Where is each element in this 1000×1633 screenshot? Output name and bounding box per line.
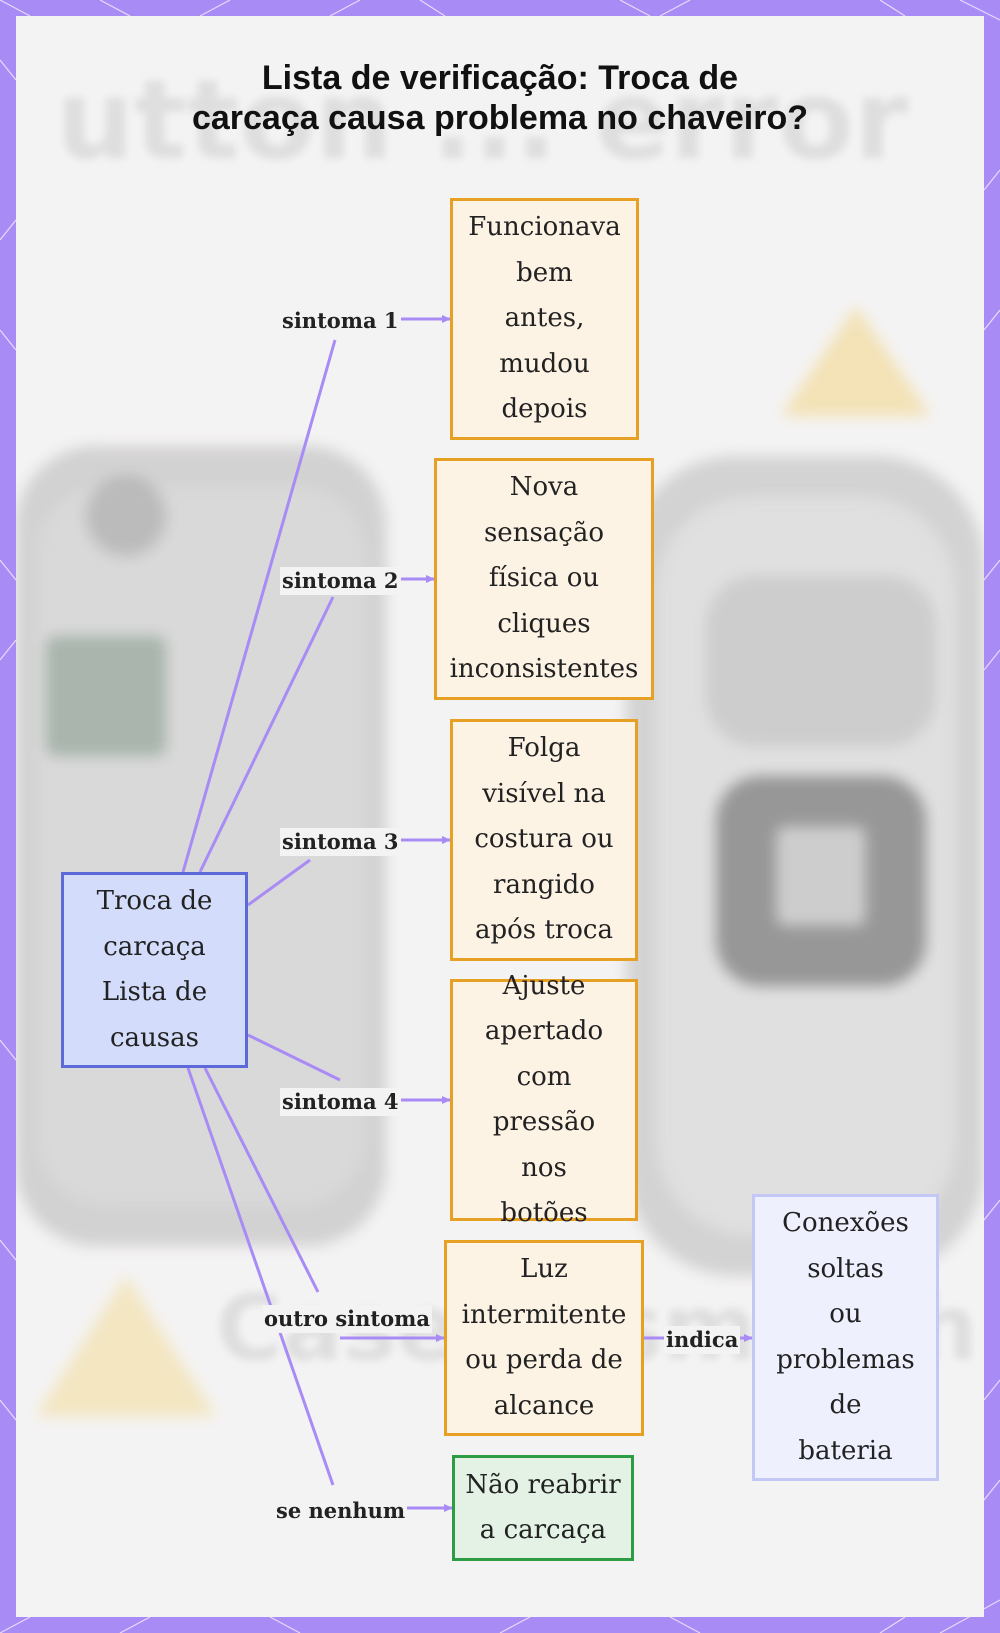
symptom-node-line: rangido xyxy=(493,869,595,900)
none-node-line: Não reabrir xyxy=(465,1469,621,1500)
background-photo xyxy=(16,306,984,1416)
edge-label-indica: indica xyxy=(664,1326,741,1354)
symptom-node-line: com pressão xyxy=(492,1061,596,1138)
edge-label-sintoma-1: sintoma 1 xyxy=(280,307,401,335)
symptom-node-line: nos xyxy=(521,1152,567,1183)
edge-center-to-outro-sintoma xyxy=(203,1067,320,1293)
edge-center-to-sintoma-4 xyxy=(247,1033,341,1082)
result-node: Conexões soltas ou problemas de bateria xyxy=(752,1194,939,1481)
edge-center-to-sintoma-2 xyxy=(198,596,335,873)
title-line-2: carcaça causa problema no chaveiro? xyxy=(191,99,809,137)
symptom-node-line: Luz xyxy=(520,1254,568,1284)
result-node-line: bateria xyxy=(798,1435,893,1466)
symptom-node-line: física ou xyxy=(488,563,600,594)
symptom-node-line: intermitente xyxy=(461,1299,627,1330)
symptom-node-line: botões xyxy=(500,1198,588,1228)
symptom-node-line: mudou xyxy=(499,348,590,379)
result-node-line: Conexões xyxy=(782,1208,909,1238)
page-title: Lista de verificação: Troca de carcaça c… xyxy=(0,58,1000,138)
symptom-node-2: Nova sensação física ou cliques inconsis… xyxy=(434,458,654,700)
symptom-node-line: Folga xyxy=(507,733,581,764)
none-node-line: a carcaça xyxy=(479,1515,607,1545)
symptom-node-line: visível na xyxy=(482,778,606,809)
symptom-node-line: depois xyxy=(501,394,588,425)
edge-center-to-se-nenhum xyxy=(186,1067,335,1486)
symptom-node-line: ou perda de xyxy=(465,1345,623,1375)
result-node-line: soltas xyxy=(807,1253,884,1284)
symptom-node-3: Folga visível na costura ou rangido após… xyxy=(450,719,638,961)
center-node-line: causas xyxy=(110,1022,199,1053)
symptom-node-line: inconsistentes xyxy=(449,654,639,685)
symptom-node-1: Funcionava bem antes, mudou depois xyxy=(450,198,639,440)
result-node-line: ou xyxy=(829,1299,862,1329)
symptom-node-5: Luz intermitente ou perda de alcance xyxy=(444,1240,644,1436)
background-text-top: utton ... error xyxy=(56,56,909,184)
center-node-line: carcaça xyxy=(103,931,206,962)
result-node-line: problemas xyxy=(776,1344,915,1375)
symptom-node-line: Ajuste xyxy=(502,970,586,1001)
symptom-node-line: apertado xyxy=(484,1016,604,1046)
symptom-node-line: costura ou xyxy=(474,824,614,855)
result-node-line: de xyxy=(829,1390,862,1420)
edge-label-outro-sintoma: outro sintoma xyxy=(262,1305,432,1333)
edge-label-se-nenhum: se nenhum xyxy=(274,1497,408,1525)
symptom-node-line: antes, xyxy=(504,303,585,334)
edge-label-sintoma-2: sintoma 2 xyxy=(280,567,401,595)
symptom-node-4: Ajuste apertado com pressão nos botões xyxy=(450,971,638,1228)
symptom-node-line: após troca xyxy=(475,915,613,946)
symptom-node-line: Nova xyxy=(509,472,579,503)
symptom-node-line: Funcionava xyxy=(468,212,621,243)
edge-center-to-sintoma-3 xyxy=(247,858,311,907)
symptom-node-line: cliques xyxy=(497,608,591,639)
edge-center-to-sintoma-1 xyxy=(181,339,337,873)
symptom-node-line: sensação xyxy=(483,517,605,548)
center-node: Troca de carcaça Lista de causas xyxy=(61,872,248,1068)
symptom-node-line: alcance xyxy=(493,1390,595,1421)
center-node-line: Lista de xyxy=(101,977,208,1007)
center-node-line: Troca de xyxy=(96,886,213,916)
symptom-node-line: bem xyxy=(516,257,573,288)
title-line-1: Lista de verificação: Troca de xyxy=(261,59,739,97)
edge-label-sintoma-3: sintoma 3 xyxy=(280,828,401,856)
edge-label-sintoma-4: sintoma 4 xyxy=(280,1088,401,1116)
none-node: Não reabrir a carcaça xyxy=(452,1455,634,1561)
